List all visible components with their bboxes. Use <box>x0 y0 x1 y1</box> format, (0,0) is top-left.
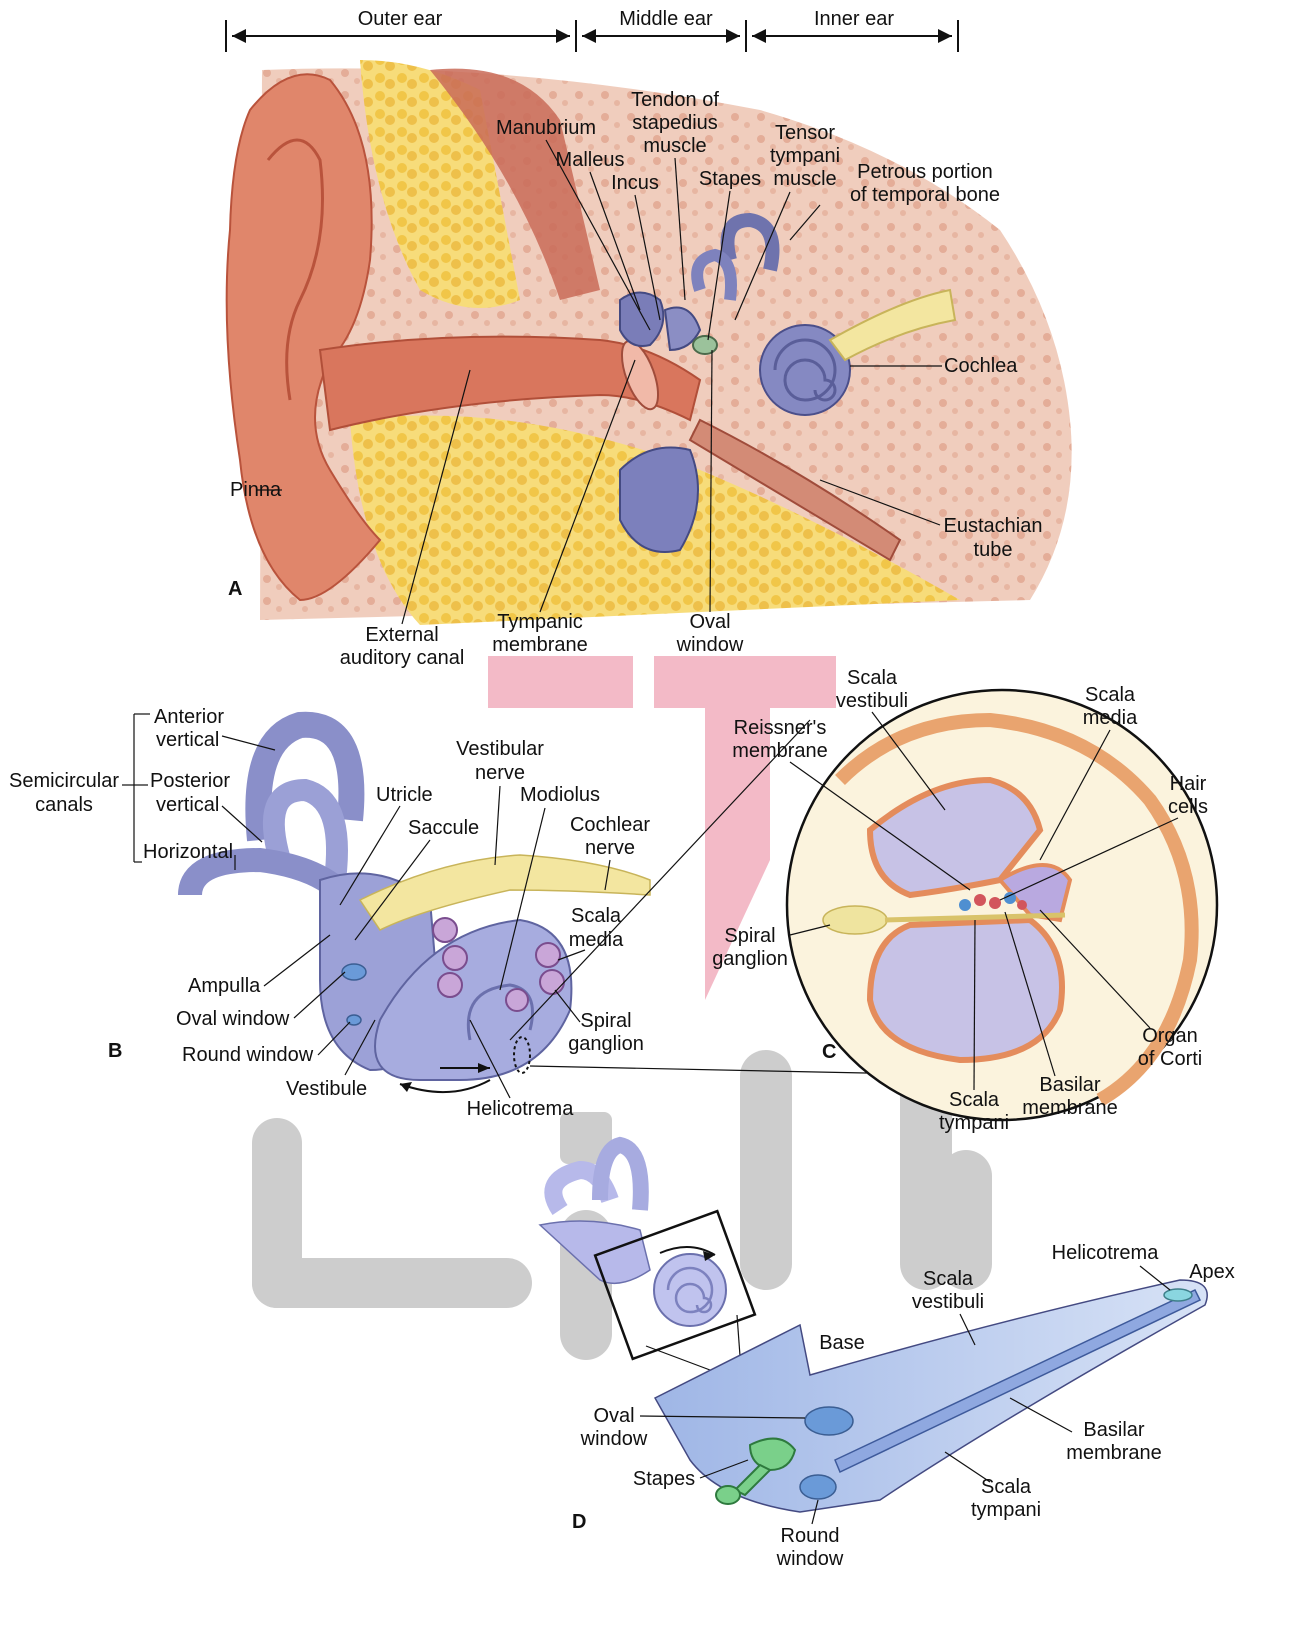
external-canal-label-1: External <box>365 624 438 646</box>
panel-c-letter: C <box>822 1041 836 1063</box>
inner-ear-label: Inner ear <box>814 8 894 30</box>
scala-tympani-d-label-2: tympani <box>971 1499 1041 1521</box>
tensor-label-2: tympani <box>770 145 840 167</box>
oval-window-label-1: Oval <box>689 611 730 633</box>
panel-d-letter: D <box>572 1511 586 1533</box>
tympanic-label-1: Tympanic <box>497 611 583 633</box>
tensor-label-1: Tensor <box>775 122 835 144</box>
spiral-ganglion-c-label-1: Spiral <box>724 925 775 947</box>
posterior-vertical-label-2: vertical <box>156 794 219 816</box>
basilar-d-label-2: membrane <box>1066 1442 1162 1464</box>
panel-b-letter: B <box>108 1040 122 1062</box>
posterior-vertical-label-1: Posterior <box>150 770 230 792</box>
ampulla-label: Ampulla <box>188 975 261 997</box>
oval-window-d-label-2: window <box>580 1428 648 1450</box>
apex-label: Apex <box>1189 1261 1235 1283</box>
saccule-label: Saccule <box>408 817 479 839</box>
scala-vestibuli-c-label-1: Scala <box>847 667 898 689</box>
outer-ear-label: Outer ear <box>358 8 443 30</box>
tendon-label-2: stapedius <box>632 112 718 134</box>
vestibule-label: Vestibule <box>286 1078 367 1100</box>
spiral-ganglion-c-label-2: ganglion <box>712 948 788 970</box>
modiolus-label: Modiolus <box>520 784 600 806</box>
hair-cells-label-2: cells <box>1168 796 1208 818</box>
scala-vestibuli-d-label-1: Scala <box>923 1268 974 1290</box>
round-window-b-label: Round window <box>182 1044 314 1066</box>
scala-media-c-label-2: media <box>1083 707 1138 729</box>
tensor-label-3: muscle <box>773 168 836 190</box>
eustachian-label-1: Eustachian <box>944 515 1043 537</box>
incus-label: Incus <box>611 172 659 194</box>
spiral-ganglion-b-label-1: Spiral <box>580 1010 631 1032</box>
basilar-c-label-1: Basilar <box>1039 1074 1100 1096</box>
semicircular-label-1: Semicircular <box>9 770 119 792</box>
scala-media-b-label-1: Scala <box>571 905 622 927</box>
scala-media-c-label-1: Scala <box>1085 684 1136 706</box>
scala-tympani-d-label-1: Scala <box>981 1476 1032 1498</box>
tendon-label-3: muscle <box>643 135 706 157</box>
manubrium-label: Manubrium <box>496 117 596 139</box>
cochlear-nerve-label-2: nerve <box>585 837 635 859</box>
oval-window-b-label: Oval window <box>176 1008 290 1030</box>
oval-window-label-2: window <box>676 634 744 656</box>
round-window-d-label-1: Round <box>781 1525 840 1547</box>
panel-a-letter: A <box>228 578 242 600</box>
anterior-vertical-label-1: Anterior <box>154 706 224 728</box>
semicircular-label-2: canals <box>35 794 93 816</box>
scala-tympani-c-label-2: tympani <box>939 1112 1009 1134</box>
basilar-c-label-2: membrane <box>1022 1097 1118 1119</box>
round-window-d-label-2: window <box>776 1548 844 1570</box>
cochlea-label: Cochlea <box>944 355 1018 377</box>
organ-corti-label-1: Organ <box>1142 1025 1198 1047</box>
base-label: Base <box>819 1332 865 1354</box>
stapes-label: Stapes <box>699 168 761 190</box>
organ-corti-label-2: of Corti <box>1138 1048 1202 1070</box>
helicotrema-b-label: Helicotrema <box>467 1098 575 1120</box>
reissner-label-2: membrane <box>732 740 828 762</box>
petrous-label-1: Petrous portion <box>857 161 993 183</box>
scala-vestibuli-c-label-2: vestibuli <box>836 690 908 712</box>
external-canal-label-2: auditory canal <box>340 647 465 669</box>
vestibular-nerve-label-2: nerve <box>475 762 525 784</box>
middle-ear-label: Middle ear <box>619 8 713 30</box>
eustachian-label-2: tube <box>974 539 1013 561</box>
tendon-label-1: Tendon of <box>631 89 719 111</box>
vestibular-nerve-label-1: Vestibular <box>456 738 544 760</box>
hair-cells-label-1: Hair <box>1170 773 1207 795</box>
utricle-label: Utricle <box>376 784 433 806</box>
horizontal-label: Horizontal <box>143 841 233 863</box>
spiral-ganglion-b-label-2: ganglion <box>568 1033 644 1055</box>
scala-vestibuli-d-label-2: vestibuli <box>912 1291 984 1313</box>
reissner-label-1: Reissner's <box>734 717 827 739</box>
ear-region-header: Outer ear Middle ear Inner ear <box>226 8 958 52</box>
anterior-vertical-label-2: vertical <box>156 729 219 751</box>
stapes-d-label: Stapes <box>633 1468 695 1490</box>
malleus-label: Malleus <box>556 149 625 171</box>
scala-tympani-c-label-1: Scala <box>949 1089 1000 1111</box>
oval-window-d-label-1: Oval <box>593 1405 634 1427</box>
tympanic-label-2: membrane <box>492 634 588 656</box>
scala-tympani-shape <box>870 920 1062 1060</box>
basilar-d-label-1: Basilar <box>1083 1419 1144 1441</box>
helicotrema-d-label: Helicotrema <box>1052 1242 1160 1264</box>
petrous-label-2: of temporal bone <box>850 184 1000 206</box>
cochlear-nerve-label-1: Cochlear <box>570 814 650 836</box>
cochlear-duct-shape <box>655 1280 1207 1512</box>
